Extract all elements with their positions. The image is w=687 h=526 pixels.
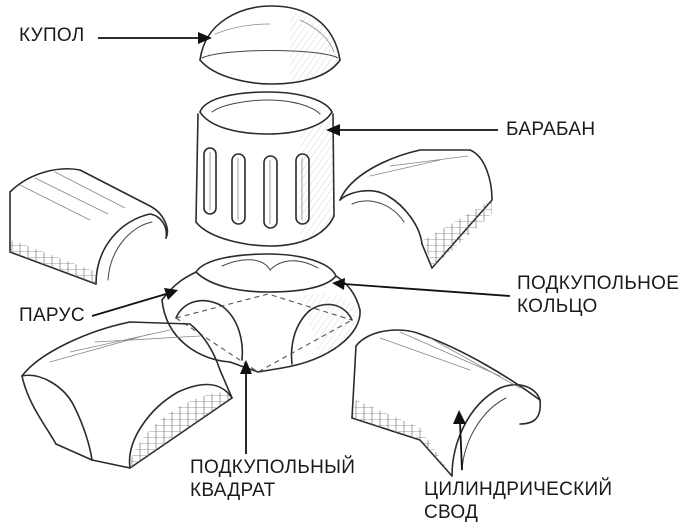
vault-front-left <box>21 321 233 469</box>
arrow-parus <box>91 288 178 317</box>
label-ring-line2: КОЛЬЦО <box>517 296 598 317</box>
label-square-line1: ПОДКУПОЛЬНЫЙ <box>190 457 356 478</box>
label-square: ПОДКУПОЛЬНЫЙ КВАДРАТ <box>190 456 355 502</box>
label-square-line2: КВАДРАТ <box>190 480 276 501</box>
pendentive-block <box>161 253 361 373</box>
dome <box>199 5 341 85</box>
arrow-baraban <box>326 124 498 136</box>
arrow-square <box>240 360 252 454</box>
label-baraban-text: БАРАБАН <box>506 119 596 140</box>
label-vault-line2: СВОД <box>424 502 479 523</box>
label-parus: ПАРУС <box>19 304 85 327</box>
arrow-kupol <box>98 32 212 44</box>
label-ring-line1: ПОДКУПОЛЬНОЕ <box>517 273 680 294</box>
label-ring: ПОДКУПОЛЬНОЕ КОЛЬЦО <box>517 272 679 318</box>
vault-front-right <box>351 329 542 477</box>
label-baraban: БАРАБАН <box>506 118 595 141</box>
vault-back-right <box>339 149 493 269</box>
label-parus-text: ПАРУС <box>19 305 85 326</box>
drum <box>195 91 335 247</box>
label-kupol: КУПОЛ <box>19 24 85 47</box>
arrow-ring <box>332 278 511 297</box>
arrow-vault <box>453 410 466 471</box>
label-vault: ЦИЛИНДРИЧЕСКИЙ СВОД <box>424 478 612 524</box>
label-vault-line1: ЦИЛИНДРИЧЕСКИЙ <box>424 479 613 500</box>
vault-back-left <box>9 168 169 285</box>
label-kupol-text: КУПОЛ <box>19 25 85 46</box>
